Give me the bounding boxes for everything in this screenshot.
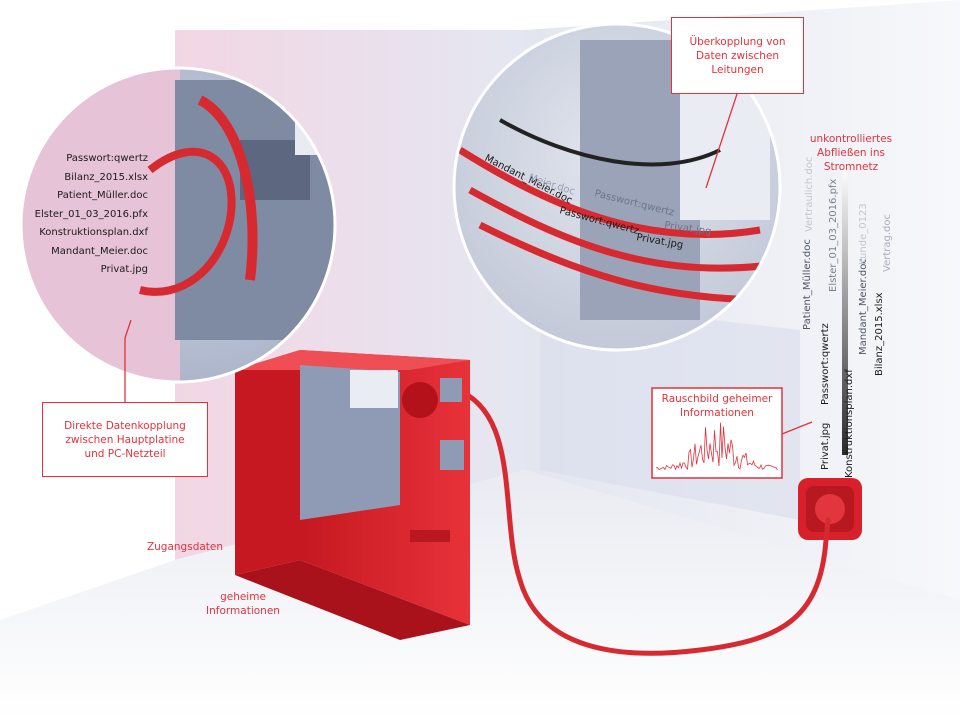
secret-line-2: Informationen [206,605,280,617]
leak-callout: unkontrolliertes Abfließen ins Stromnetz [786,132,916,174]
left-file-6: Mandant_Meier.doc [51,245,148,257]
secret-info-label: geheime Informationen [188,590,298,618]
leak-file-1a: Privat.jpg [820,423,831,470]
crosstalk-line-3: Leitungen [711,63,764,76]
crosstalk-line-1: Überkopplung von [689,35,786,48]
leak-file-4a: Vertrag.doc [882,214,893,272]
crosstalk-line-2: Daten zwischen [695,49,780,62]
left-file-7: Privat.jpg [100,264,148,275]
leak-file-1b: Passwort:qwertz [820,323,831,405]
direct-line-3: und PC-Netzteil [84,447,166,460]
callout-lines [124,93,813,435]
leak-file-3a: Bilanz_2015.xlsx [874,292,885,376]
left-file-3: Patient_Müller.doc [57,190,148,201]
noise-spectrum [651,387,783,479]
crosstalk-callout: Überkopplung von Daten zwischen Leitunge… [671,17,804,94]
noise-line-1: Rauschbild geheimer [661,393,773,405]
leak-line [842,165,848,455]
magnifier-left [19,66,337,384]
leak-file-2c: Vertraulich.doc [804,157,815,232]
leak-line-2: Abfließen ins [817,147,885,159]
noise-callout-title: Rauschbild geheimer Informationen [652,392,782,420]
left-file-5: Konstruktionsplan.dxf [39,227,148,238]
left-file-2: Bilanz_2015.xlsx [64,171,148,183]
access-data-label: Zugangsdaten [146,541,224,553]
leak-file-3b: Mandant_Meier.doc [858,258,869,355]
magnifier-right [452,22,782,352]
leak-file-1c: Patient_Müller.doc [802,239,813,330]
noise-line-2: Informationen [680,407,754,419]
secret-line-1: geheime [220,591,266,603]
leak-file-2b: Elster_01_03_2016.pfx [828,179,839,292]
leak-file-3c: Kunde_0123 [858,203,869,265]
direct-line-1: Direkte Datenkopplung [64,419,186,432]
leak-line-1: unkontrolliertes [809,133,893,145]
left-file-4: Elster_01_03_2016.pfx [34,208,148,220]
pc-tower [235,350,470,640]
leak-line-3: Stromnetz [823,161,879,173]
leak-filenames: Privat.jpg Passwort:qwertz Patient_Mülle… [802,157,893,478]
direct-line-2: zwischen Hauptplatine [65,433,185,446]
leak-file-2a: Konstruktionsplan.dxf [844,369,855,478]
direct-coupling-callout: Direkte Datenkopplung zwischen Hauptplat… [42,402,208,477]
wall-socket [798,478,862,540]
left-file-1: Passwort:qwertz [66,153,148,164]
left-filenames: Passwort:qwertz Bilanz_2015.xlsx Patient… [35,150,148,280]
power-cable [459,389,831,656]
